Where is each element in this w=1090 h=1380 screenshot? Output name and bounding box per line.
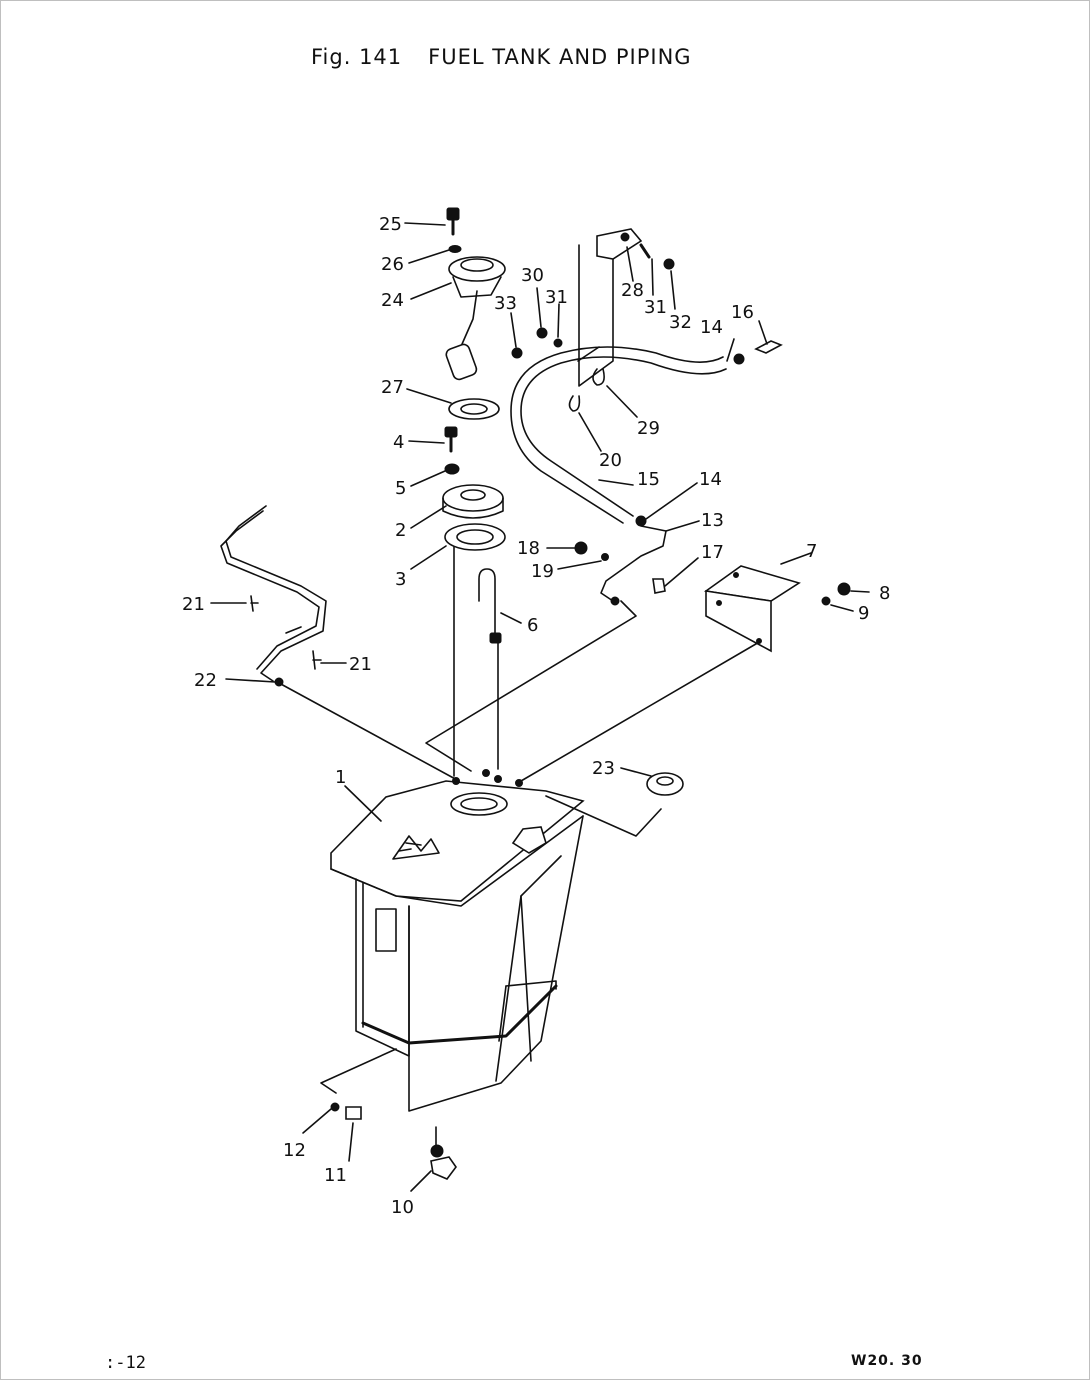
callout-24: 24 xyxy=(381,290,404,311)
callout-16: 16 xyxy=(731,302,754,323)
callout-21-right: 21 xyxy=(349,654,372,675)
callout-20: 20 xyxy=(599,450,622,471)
leader-lines xyxy=(210,222,870,1192)
callout-27: 27 xyxy=(381,377,404,398)
callout-17: 17 xyxy=(701,542,724,563)
fuel-hoses xyxy=(510,228,783,606)
callout-5: 5 xyxy=(395,478,406,499)
callout-10: 10 xyxy=(391,1197,414,1218)
callout-1: 1 xyxy=(335,767,346,788)
callout-29: 29 xyxy=(637,418,660,439)
callout-31-right: 31 xyxy=(644,297,667,318)
callout-labels: 1 2 3 4 5 6 7 8 9 10 11 12 13 14 14 15 1… xyxy=(182,214,890,1218)
callout-25: 25 xyxy=(379,214,402,235)
callout-28: 28 xyxy=(621,280,644,301)
callout-11: 11 xyxy=(324,1165,347,1186)
small-hardware xyxy=(250,232,851,1180)
callout-31-left: 31 xyxy=(545,287,568,308)
callout-7: 7 xyxy=(806,541,817,562)
callout-21-left: 21 xyxy=(182,594,205,615)
assembly-guide-lines xyxy=(278,346,762,1152)
callout-26: 26 xyxy=(381,254,404,275)
drawing-code: W20. 30 xyxy=(851,1353,923,1369)
callout-3: 3 xyxy=(395,569,406,590)
callout-6: 6 xyxy=(527,615,538,636)
callout-30: 30 xyxy=(521,265,544,286)
callout-14-upper: 14 xyxy=(700,317,723,338)
figure-title: Fig. 141 FUEL TANK AND PIPING xyxy=(311,45,791,69)
callout-23: 23 xyxy=(592,758,615,779)
callout-32: 32 xyxy=(669,312,692,333)
left-pipe xyxy=(220,505,327,682)
callout-9: 9 xyxy=(858,603,869,624)
figure-name: FUEL TANK AND PIPING xyxy=(428,45,692,69)
callout-14-lower: 14 xyxy=(699,469,722,490)
callout-13: 13 xyxy=(701,510,724,531)
callout-12: 12 xyxy=(283,1140,306,1161)
mounting-bracket xyxy=(703,565,801,653)
callout-15: 15 xyxy=(637,469,660,490)
callout-22: 22 xyxy=(194,670,217,691)
sending-unit-parts xyxy=(442,207,506,644)
callout-8: 8 xyxy=(879,583,890,604)
callout-18: 18 xyxy=(517,538,540,559)
fuel-tank xyxy=(330,769,585,1112)
figure-number: Fig. 141 xyxy=(311,45,403,69)
page-number: :-12 xyxy=(105,1353,146,1373)
callout-2: 2 xyxy=(395,520,406,541)
callout-4: 4 xyxy=(393,432,404,453)
callout-19: 19 xyxy=(531,561,554,582)
callout-33: 33 xyxy=(494,293,517,314)
